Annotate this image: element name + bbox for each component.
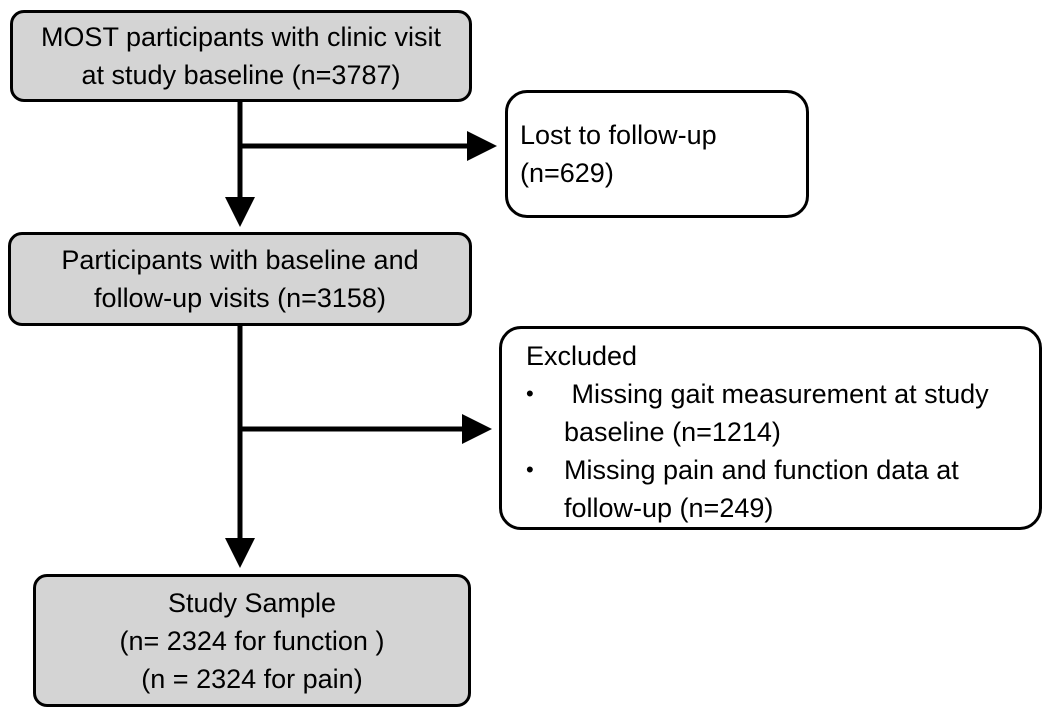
lost-line-2: (n=629) (520, 158, 614, 188)
baseline-participants-box: MOST participants with clinic visit at s… (10, 10, 472, 102)
bullet-marker: • (526, 381, 534, 406)
sample-line-1: Study Sample (167, 587, 337, 618)
sample-line-2: (n= 2324 for function ) (119, 625, 385, 656)
lost-to-followup-box: Lost to follow-up (n=629) (505, 90, 809, 218)
study-sample-box: Study Sample (n= 2324 for function ) (n … (33, 574, 471, 707)
baseline-line-1: MOST participants with clinic visit (40, 22, 442, 52)
bullet-marker: • (526, 457, 534, 482)
excluded-item-2-line-2: follow-up (n=249) (564, 493, 774, 523)
baseline-line-2: at study baseline (n=3787) (81, 60, 401, 90)
excluded-item-2-line-1: Missing pain and function data at (564, 455, 959, 485)
excluded-item: • Missing pain and function data at foll… (526, 451, 1029, 527)
excluded-box: Excluded • Missing gait measurement at s… (499, 326, 1042, 530)
excluded-item-1-line-1: Missing gait measurement at study (564, 379, 989, 409)
excluded-heading: Excluded (526, 341, 638, 371)
followup-participants-box: Participants with baseline and follow-up… (8, 232, 472, 326)
sample-line-3: (n = 2324 for pain) (141, 663, 363, 694)
excluded-item-1-line-2: baseline (n=1214) (564, 417, 781, 447)
excluded-item: • Missing gait measurement at study base… (526, 375, 1029, 451)
followup-line-1: Participants with baseline and (61, 245, 419, 275)
lost-line-1: Lost to follow-up (520, 120, 717, 150)
followup-line-2: follow-up visits (n=3158) (94, 283, 386, 313)
